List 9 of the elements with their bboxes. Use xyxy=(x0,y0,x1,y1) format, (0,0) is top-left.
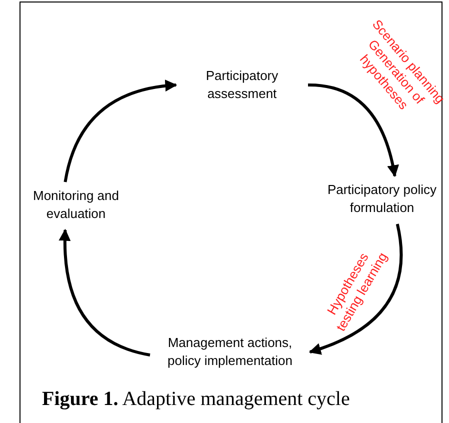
node-label: Management actions, policy implementation xyxy=(166,334,294,370)
curved-arrow xyxy=(308,84,399,178)
curved-arrow xyxy=(64,80,178,182)
figure-caption: Figure 1. Adaptive management cycle xyxy=(42,387,350,412)
node-label: Monitoring and evaluation xyxy=(32,187,120,223)
node-label: Participatory assessment xyxy=(204,67,280,103)
curved-arrow xyxy=(59,228,150,356)
curved-arrow xyxy=(308,224,403,354)
node-label: Participatory policy formulation xyxy=(326,181,438,217)
